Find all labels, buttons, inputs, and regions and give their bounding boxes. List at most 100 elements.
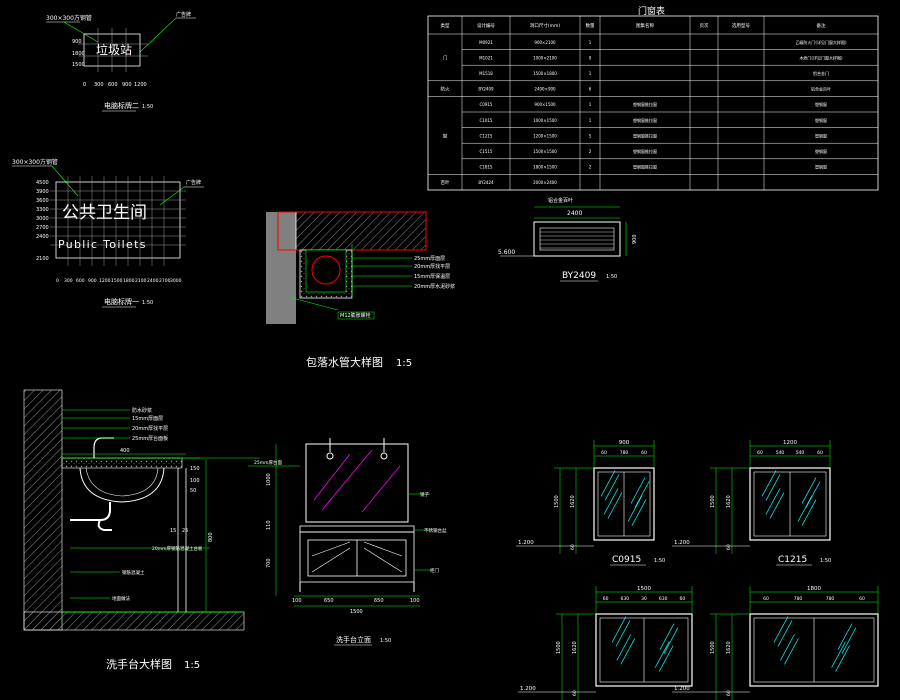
sign2-label: 垃圾站 [96, 42, 132, 57]
sign1-tick-7: 2100 [135, 278, 147, 284]
sink-elev-note-0: 镜子 [420, 491, 429, 498]
table-group-label: 百叶 [441, 179, 450, 186]
table-cell: 2000×2400 [533, 180, 557, 185]
window-height-label: 1500 [710, 495, 716, 508]
sign1-tick-4: 1200 [99, 278, 111, 284]
sign2-right-note: 广告牌 [176, 11, 191, 18]
sink-elev-total: 1500 [350, 609, 363, 615]
table-header-cell: 图集名称 [636, 22, 654, 29]
window-subdim-label: 30 [641, 596, 647, 602]
table-cell: M1518 [479, 71, 493, 76]
sink-elev-dim-1: 650 [324, 598, 334, 604]
sink-elev-left-2: 700 [266, 558, 272, 568]
table-group-label: 门 [443, 54, 448, 61]
window-subdim-label: 60 [859, 596, 865, 602]
window-height-label: 1500 [710, 641, 716, 654]
window-subdim-label: 60 [603, 596, 609, 602]
sign1-tick-5: 1500 [111, 278, 123, 284]
sink-dim-right-1: 100 [190, 478, 200, 484]
sign1-row-3: 3300 [36, 207, 49, 213]
table-cell: 1500×1800 [533, 71, 557, 76]
sign1-right-note: 广告牌 [186, 179, 201, 186]
sink-elev-dim-0: 100 [292, 598, 302, 604]
window-height-label: 1500 [556, 641, 562, 654]
sign1-tick-8: 2400 [147, 278, 159, 284]
sign1-tick-2: 600 [76, 278, 85, 284]
sink-elev-scale: 1:50 [380, 638, 391, 644]
window-width-label: 1200 [783, 440, 797, 446]
window-subdim-label: 60 [763, 596, 769, 602]
sink-mid-note: 20mm厚钢筋混凝土台板 [152, 545, 203, 552]
sign2-row-1: 1800 [72, 51, 85, 57]
table-cell: C1015 [480, 118, 493, 123]
sign1-tick-9: 2700 [159, 278, 171, 284]
sign2-row-2: 1500 [72, 62, 85, 68]
window-subdim-label: 60 [601, 450, 607, 456]
sign1-ticks: 0 300 600 900 1200 1500 1800 2100 2400 2… [56, 278, 182, 284]
table-header-cell: 洞口尺寸(mm) [530, 22, 561, 29]
sign1-grid [50, 176, 186, 266]
table-group-label: 窗 [443, 132, 448, 139]
sink-section: 防水砂浆 15mm厚面层 20mm厚找平层 25mm厚台面板 400 20mm厚… [23, 389, 260, 671]
table-cell: 2400×900 [534, 87, 556, 92]
table-header-cell: 页次 [700, 22, 709, 29]
table-cell: M1021 [479, 55, 493, 60]
sink-dim-right-2: 50 [190, 488, 196, 494]
table-cell: 1200×1500 [533, 133, 557, 138]
sign1-tick-0: 0 [56, 278, 59, 284]
table-cell: C1515 [480, 149, 493, 154]
pipe-note-1: 20mm厚找平层 [414, 263, 450, 270]
sign1-caption: 电脑标牌一 [104, 297, 139, 306]
sign1-tick-10: 3000 [170, 278, 182, 284]
table-cell: 塑钢窗推拉窗 [633, 148, 657, 154]
window-height-part-label: 60 [726, 544, 732, 550]
table-cell: 塑钢窗 [815, 117, 827, 123]
sign2-scale: 1:50 [142, 104, 153, 110]
door-table-title: 门窗表 [638, 5, 665, 17]
table-cell: 900×2100 [534, 40, 556, 45]
sink-elevation: 100 650 650 100 1500 1000 110 700 25mm厚台… [248, 438, 447, 646]
table-cell: 5 [589, 133, 592, 138]
pipe-note-0: 25mm厚面层 [414, 256, 445, 262]
table-cell: 2 [589, 165, 592, 170]
window-subdim-label: 540 [776, 450, 785, 456]
sink-elev-dim-2: 650 [374, 598, 384, 604]
sink-side-label: 800 [208, 532, 214, 542]
sink-elev-left-0: 1000 [266, 473, 272, 486]
table-cell: 塑钢窗 [815, 101, 827, 107]
table-cell: 塑钢窗推拉窗 [633, 101, 657, 107]
table-cell: 1800×1500 [533, 165, 557, 170]
window-caption: C0915 [612, 555, 641, 565]
louver-height: 900 [632, 234, 638, 244]
table-cell: 1500×1500 [533, 149, 557, 154]
table-cell: M0921 [479, 40, 493, 45]
sign1-row-4: 3000 [36, 216, 49, 222]
table-group-label: 防火 [441, 86, 450, 93]
sink-note-2: 20mm厚找平层 [132, 425, 168, 432]
window-height-part-label: 60 [572, 690, 578, 696]
sink-dim-right-0: 150 [190, 466, 200, 472]
sink-elev-note-2: 柜门 [430, 567, 439, 574]
window-height-label: 1500 [554, 495, 560, 508]
window-height-part-label: 60 [570, 544, 576, 550]
sink-note-1: 15mm厚面层 [132, 416, 163, 422]
table-cell: 木质门(详见门窗大样图) [799, 54, 843, 60]
louver-top-label: 铝合金百叶 [548, 197, 573, 204]
sign1-row-5: 2700 [36, 225, 49, 231]
window-subdim-label: 780 [620, 450, 629, 456]
table-cell: 塑钢窗 [815, 148, 827, 154]
sign1-row-2: 3600 [36, 198, 49, 204]
table-cell: 塑钢窗推拉窗 [633, 164, 657, 170]
table-cell: 铝合金门 [813, 70, 829, 76]
pipe-scale: 1:5 [396, 358, 412, 369]
table-header-cell: 类型 [441, 22, 450, 29]
pipe-note-2: 15mm厚保温层 [414, 273, 450, 280]
table-cell: C1215 [480, 133, 493, 138]
window-subdim-label: 630 [621, 596, 630, 602]
sink-dim-right-4: 25 [182, 528, 188, 534]
sink-elev-note-1: 不锈钢台盆 [424, 527, 447, 534]
